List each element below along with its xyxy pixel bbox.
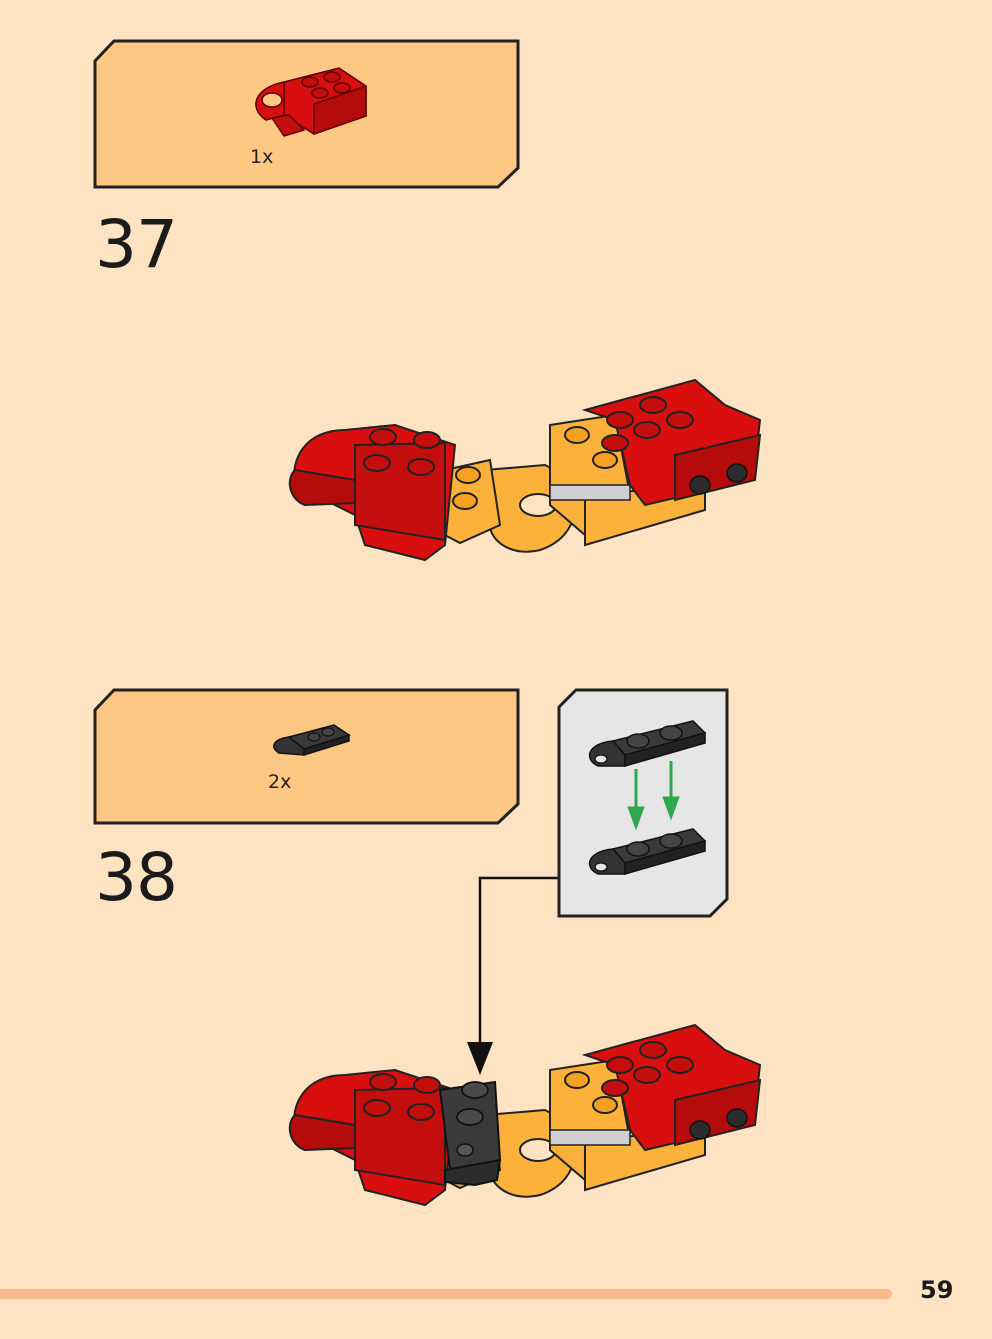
black-plate-with-clip-icon — [273, 724, 351, 757]
parts-box-frame — [93, 688, 520, 825]
parts-quantity-38: 2x — [268, 771, 292, 793]
red-brick-with-clip-icon — [255, 67, 367, 137]
black-plate-top — [588, 720, 707, 767]
callout-box — [557, 688, 729, 918]
parts-quantity-37: 1x — [250, 146, 274, 168]
step-number-38: 38 — [95, 839, 178, 916]
page-footer-bar — [0, 1289, 892, 1299]
assembly-illustration-step-37 — [288, 378, 762, 562]
placed-black-plate — [438, 1080, 502, 1187]
callout-frame — [557, 688, 729, 918]
step-number-37: 37 — [95, 206, 178, 283]
assembly-illustration-step-38 — [288, 1023, 762, 1207]
green-arrows — [627, 761, 680, 831]
page-number: 59 — [920, 1276, 954, 1304]
parts-box-step-38: 2x — [93, 688, 520, 825]
black-plate-bottom — [588, 828, 707, 875]
parts-box-step-37: 1x — [93, 39, 520, 189]
callout-connector-arrow — [467, 876, 558, 1075]
